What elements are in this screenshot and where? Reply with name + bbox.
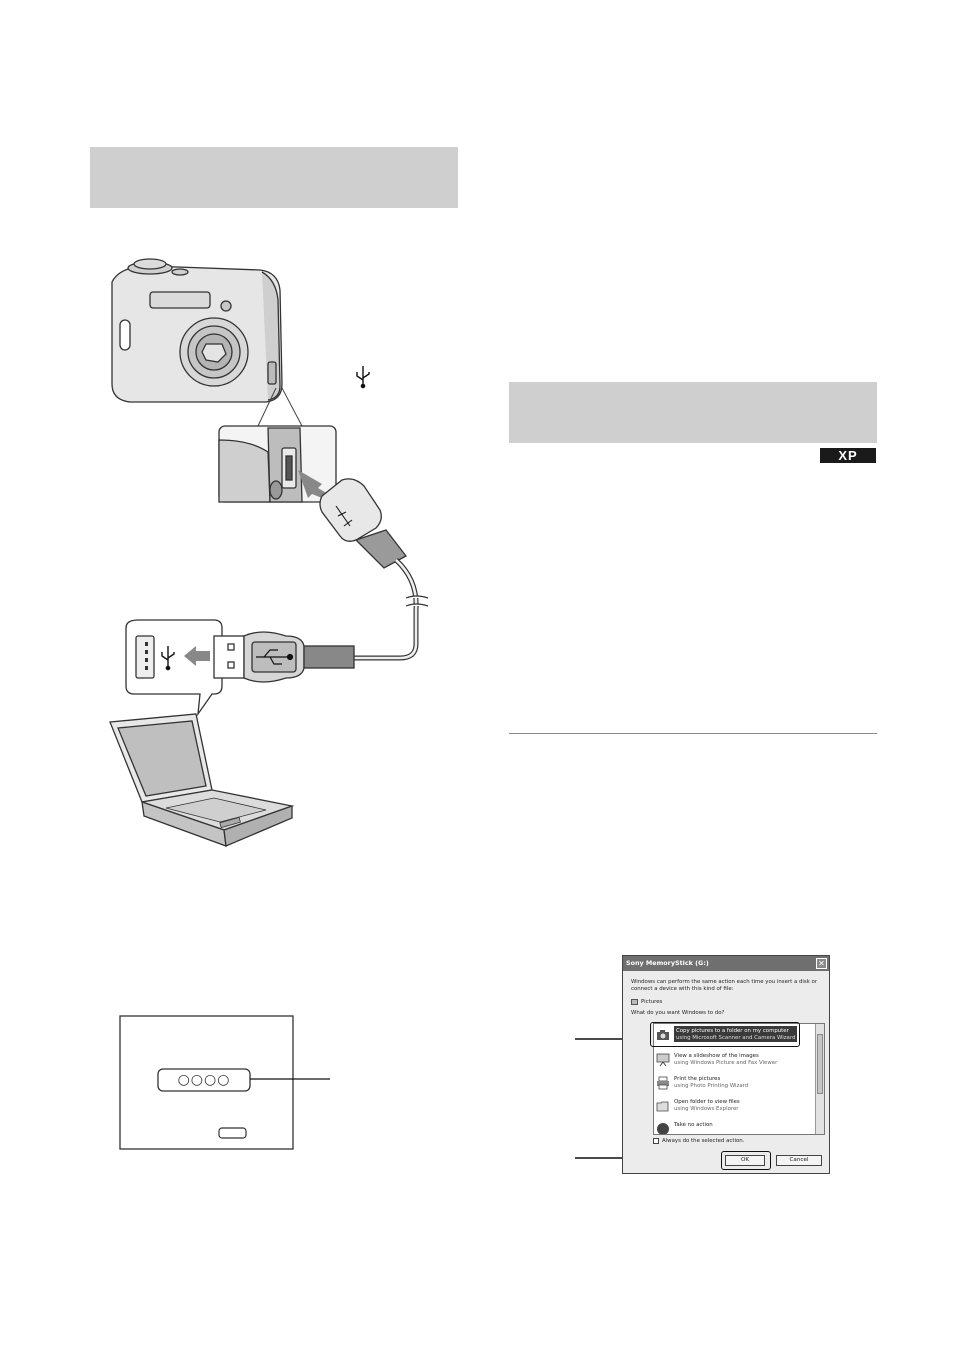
section-divider — [509, 733, 877, 734]
action-list[interactable]: Copy pictures to a folder on my computer… — [653, 1023, 825, 1135]
action-option-copy[interactable]: Copy pictures to a folder on my computer… — [656, 1026, 810, 1048]
action-subtitle: using Windows Explorer — [674, 1105, 739, 1112]
insert-arrow-icon — [298, 470, 328, 498]
ok-button-highlight — [721, 1151, 771, 1170]
action-title: View a slideshow of the images — [674, 1053, 759, 1059]
always-do-checkbox[interactable] — [653, 1138, 659, 1144]
mini-usb-plug — [319, 478, 407, 569]
action-subtitle: using Windows Picture and Fax Viewer — [674, 1059, 778, 1066]
always-do-row[interactable]: Always do the selected action. — [653, 1138, 744, 1144]
autoplay-dialog: Sony MemoryStick (G:) ✕ Windows can perf… — [622, 955, 830, 1174]
usb-a-plug — [213, 631, 355, 683]
dialog-question: What do you want Windows to do? — [631, 1010, 725, 1016]
file-type-row: Pictures — [631, 999, 662, 1005]
section-header-band-left — [90, 147, 458, 208]
dialog-intro-text: Windows can perform the same action each… — [631, 979, 818, 992]
close-icon[interactable]: ✕ — [816, 958, 827, 969]
always-do-label: Always do the selected action. — [662, 1138, 745, 1144]
printer-icon — [657, 1076, 669, 1090]
action-title: Open folder to view files — [674, 1099, 740, 1105]
action-option-no-action[interactable]: Take no action — [656, 1120, 810, 1134]
selected-option-highlight — [650, 1022, 800, 1047]
camera-wizard-icon — [657, 1030, 669, 1040]
section-header-band-right — [509, 382, 877, 443]
dialog-titlebar: Sony MemoryStick (G:) ✕ — [623, 956, 829, 971]
folder-icon — [656, 1101, 669, 1112]
usb-icon — [356, 366, 370, 389]
usb-icon-pc — [161, 646, 175, 671]
xp-badge: XP — [820, 448, 876, 463]
laptop-illustration — [109, 713, 295, 847]
action-title: Print the pictures — [674, 1076, 721, 1082]
slideshow-icon — [656, 1053, 670, 1067]
action-subtitle: using Photo Printing Wizard — [674, 1082, 749, 1089]
cancel-button[interactable]: Cancel — [776, 1155, 822, 1166]
action-title: Copy pictures to a folder on my computer — [676, 1028, 789, 1034]
ok-button[interactable]: OK — [725, 1155, 765, 1166]
no-action-icon — [657, 1123, 669, 1134]
action-subtitle: using Microsoft Scanner and Camera Wizar… — [676, 1034, 796, 1041]
action-title: Take no action — [674, 1122, 713, 1128]
lcd-status-dots: ○○○○ — [177, 1072, 231, 1088]
pictures-icon — [631, 999, 638, 1005]
dialog-title: Sony MemoryStick (G:) — [626, 959, 709, 967]
camera-illustration — [111, 258, 283, 403]
list-scrollbar[interactable] — [815, 1024, 824, 1134]
insert-arrow-pc-icon — [184, 646, 210, 666]
file-type-label: Pictures — [641, 999, 663, 1005]
